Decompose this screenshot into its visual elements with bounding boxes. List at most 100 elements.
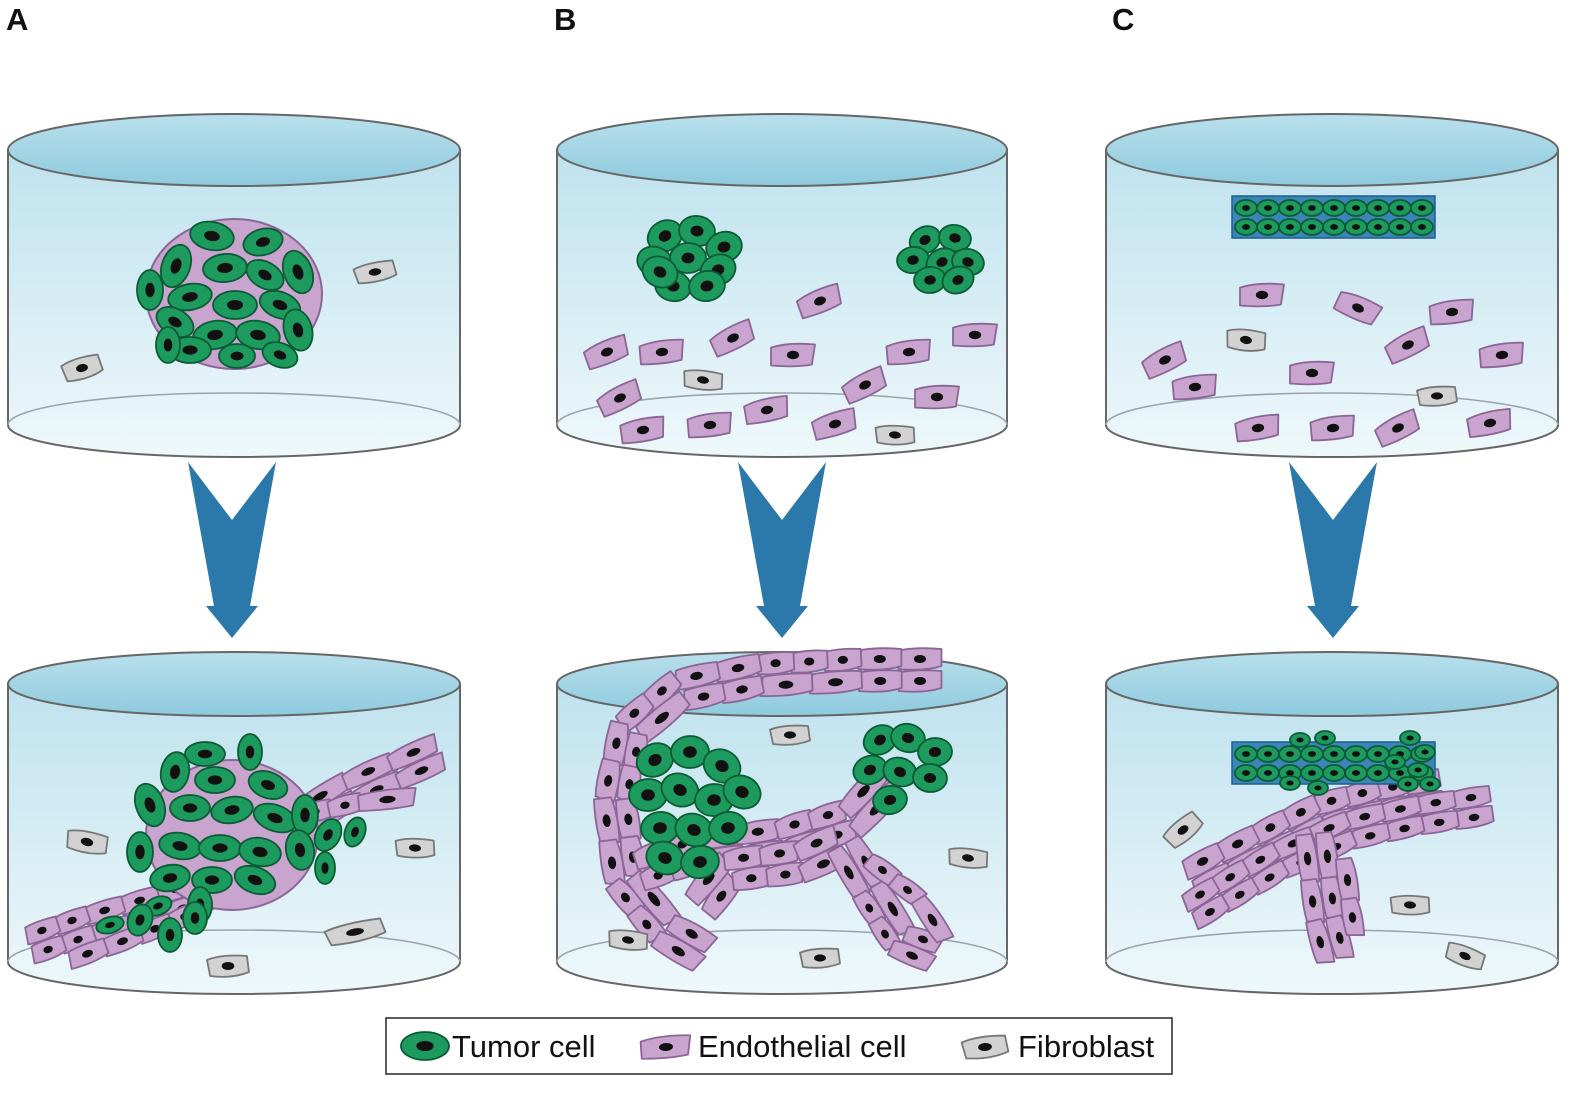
tumor-cell [1234,745,1258,763]
tumor-cell [1300,764,1324,782]
process-arrows [188,462,1377,638]
endothelial-cell [1385,814,1426,843]
panel-b-result-cells [592,647,989,972]
tumor-cell [1407,762,1429,778]
dish-body [1105,149,1559,458]
endothelial-cell [810,407,857,441]
endothelial-cell [626,904,668,944]
panel-a-initial-cells [60,218,398,383]
endothelial-cell [619,415,665,445]
dish-floor-line [556,392,1008,426]
tumor-cell [1314,730,1336,746]
tumor-cell [1256,218,1280,236]
endothelial-cell [770,342,816,368]
legend-label-tumor-cell: Tumor cell [452,1029,596,1064]
tumor-cell [680,844,720,880]
panel-c-result-cells [1162,730,1495,971]
tumor-cell [1279,775,1301,791]
panel-b-initial-cells [582,215,998,446]
tumor-cell [126,831,154,873]
endothelial-cell [1466,407,1512,439]
tumor-cell [722,774,762,810]
endothelial-cell [635,690,691,746]
fibroblast [352,259,398,285]
tumor-cell [1399,730,1421,746]
endothelial-cell [1191,893,1231,931]
endothelial-cell [1339,896,1366,937]
tumor-cell [1278,218,1302,236]
endothelial-cell [910,894,955,944]
dish-floor-line [7,392,461,426]
tumor-cell [235,319,281,351]
tumor-cell [1256,745,1280,763]
endothelial-cell [795,282,842,320]
tumor-cell [1322,218,1346,236]
endothelial-cell [1452,785,1492,811]
fibroblast [66,829,109,855]
tumor-cell [708,811,748,845]
endothelial-cell [1345,802,1387,831]
fibroblast [1444,941,1487,971]
tumor-cell [635,742,675,778]
endothelial-cell [67,937,110,970]
fibroblast [799,947,841,969]
tumor-cell [136,269,164,311]
tumor-cell [218,343,256,369]
tumor-cell [1388,218,1412,236]
endothelial-cell [885,338,931,366]
tumor-cell [167,282,213,312]
endothelial-cell [1239,282,1285,308]
tumor-cell [210,795,254,825]
tumor-cell [1344,199,1368,217]
tumor-cell [670,735,710,769]
endothelial-cell [683,682,727,712]
endothelial-cell [857,669,903,693]
endothelial-cell [326,791,362,819]
endothelial-cell [1300,877,1326,924]
fibroblast [948,847,989,869]
tumor-cell [291,794,319,836]
tumor-cell [674,812,714,848]
tumor-cell [343,816,367,848]
tumor-cell [1388,199,1412,217]
tumor-cell [242,227,284,257]
endothelial-cell [743,394,789,426]
endothelial-cell [665,914,719,954]
fibroblast [608,929,649,951]
tumor-cell [1322,745,1346,763]
legend-label-endothelial-cell: Endothelial cell [698,1029,907,1064]
tumor-cell [1344,745,1368,763]
endothelial-cell [826,844,871,898]
endothelial-cell [869,879,917,936]
endothelial-cell [897,647,943,671]
endothelial-cell [1309,414,1355,442]
tumor-cell [1234,199,1258,217]
tumor-cell [238,836,282,868]
fibroblast [1226,328,1267,352]
tumor-cell [872,784,908,816]
panel-c-initial-cells [1141,195,1524,448]
dish-top [7,113,461,187]
tumor-cell [890,722,926,754]
tumor-cell [1322,764,1346,782]
tumor-cell [155,326,181,364]
endothelial-cell [638,338,684,366]
tumor-cell [237,733,263,771]
endothelial-cell [1289,360,1335,386]
tumor-cell [645,840,685,876]
fibroblast-icon [960,1034,1010,1060]
tumor-cell [261,341,299,369]
endothelial-cell [759,672,814,698]
tumor-cell [688,269,726,303]
endothelial-cell [357,787,417,812]
tumor-cell [941,265,975,295]
tumor-cell [159,243,193,289]
down-arrow-c [1289,462,1377,638]
tumor-cell [1410,218,1434,236]
tumor-cell [1278,199,1302,217]
fibroblast [1389,894,1431,916]
tumor-cell [202,253,248,283]
endothelial-cell [765,861,804,888]
dish-floor-line [1105,392,1559,426]
endothelial-cell [30,934,68,965]
